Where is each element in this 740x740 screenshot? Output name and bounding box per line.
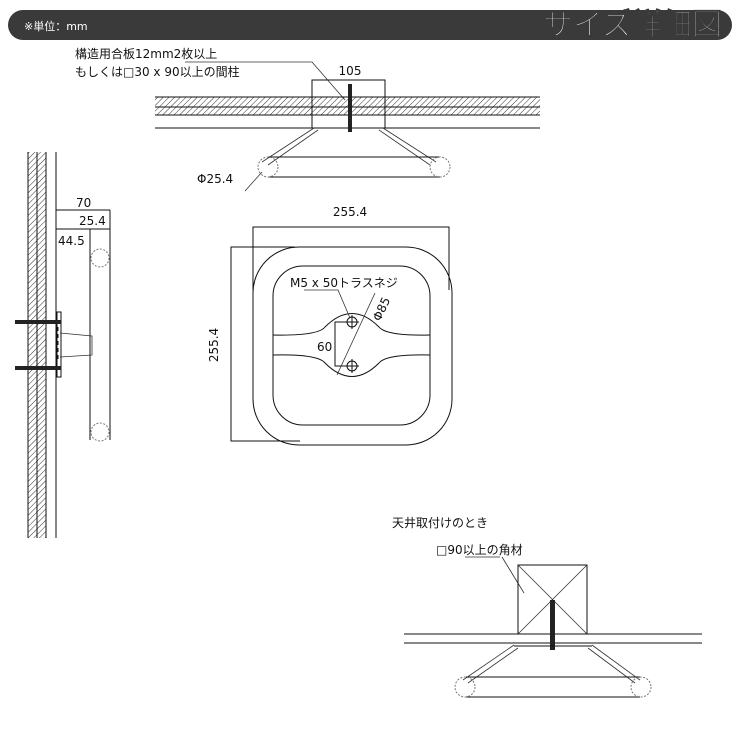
material-label-line2: もしくは□30 x 90以上の間柱 (75, 64, 240, 79)
ceiling-view: 天井取付けのとき □90以上の角材 (392, 516, 702, 698)
tube-diameter-dimension: Φ25.4 (197, 172, 233, 186)
page-title: サイズ詳細図 (543, 8, 722, 43)
beam-material-label: □90以上の角材 (436, 543, 523, 557)
side-view: 70 25.4 44.5 (15, 152, 111, 538)
screw-icon (15, 366, 61, 370)
screw-icon (550, 600, 555, 650)
depth-total-dimension: 70 (76, 196, 91, 210)
header-bar: ※単位：mm サイズ詳細図 (8, 8, 732, 44)
mount-plate (56, 311, 62, 378)
hole-pitch-dimension: 60 (317, 340, 332, 354)
base-diameter-dimension: Φ85 (370, 295, 393, 323)
tube-section-icon (454, 676, 476, 698)
offset-dimension: 44.5 (58, 234, 85, 248)
plywood-hatch (155, 97, 540, 115)
screw-icon (15, 320, 61, 324)
tube-section-icon (257, 156, 279, 178)
base-plate-lower (272, 354, 431, 377)
ceiling-mount-title: 天井取付けのとき (392, 516, 488, 530)
top-view: 構造用合板12mm2枚以上 もしくは□30 x 90以上の間柱 105 Φ25.… (75, 46, 540, 192)
base-width-dimension: 105 (339, 64, 362, 78)
screw-icon (348, 84, 352, 132)
base-plate-upper (272, 313, 431, 336)
unit-note: ※単位：mm (24, 19, 88, 33)
material-label-line1: 構造用合板12mm2枚以上 (75, 46, 217, 61)
tube-section-icon (90, 248, 110, 268)
tube-size-dimension: 25.4 (79, 214, 106, 228)
tube-section-icon (429, 156, 451, 178)
material-leader (185, 61, 346, 101)
tube-inner-outline (272, 265, 431, 426)
header-background (8, 10, 732, 40)
tube-outer-outline (252, 246, 453, 446)
screw-spec-label: M5 x 50トラスネジ (290, 276, 398, 290)
height-dimension: 255.4 (207, 328, 221, 362)
tube-section-icon (630, 676, 652, 698)
front-view: 255.4 255.4 60 M5 x 50トラスネジ Φ85 (207, 205, 453, 446)
tube-section-icon (90, 422, 110, 442)
width-dimension: 255.4 (333, 205, 367, 219)
